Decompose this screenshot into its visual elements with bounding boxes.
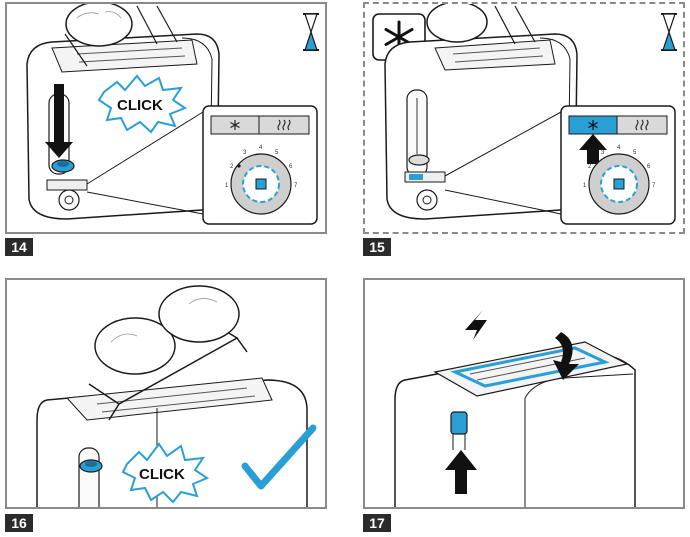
- lever-slot: [78, 447, 100, 507]
- heat-waves-icon: [635, 119, 649, 131]
- step-14-panel: 1 2 3 4 5 6 7 CLICK: [5, 2, 327, 234]
- bread-bun: [426, 4, 488, 43]
- dial-scale: 1 2 3 4 5 6 7: [583, 145, 656, 189]
- step-14-illustration: 1 2 3 4 5 6 7 CLICK: [26, 4, 319, 225]
- step-number-14: 14: [5, 238, 33, 256]
- toaster-slots: [76, 47, 186, 63]
- dial-mark-2: 2: [230, 164, 234, 170]
- dial-mark-2: 2: [588, 164, 592, 170]
- dial-mark-6: 6: [289, 164, 293, 170]
- toaster-top: [65, 377, 273, 421]
- click-burst: CLICK: [97, 74, 188, 134]
- toaster-slots: [96, 387, 256, 413]
- dial-scale: 1 2 3 4 5 6 7: [225, 145, 298, 189]
- dial-mark-6: 6: [647, 164, 651, 170]
- toaster-side-edge: [181, 37, 213, 205]
- browning-knob-center: [64, 195, 74, 205]
- browning-knob-center: [422, 195, 432, 205]
- click-burst: CLICK: [121, 442, 210, 504]
- heat-waves-icon: [277, 119, 291, 131]
- curved-arrow-left-icon: [465, 310, 487, 340]
- dial-mark-5: 5: [633, 150, 637, 156]
- dial-mark-3: 3: [601, 150, 605, 156]
- up-arrow-icon: [579, 134, 607, 164]
- snowflake-icon: [588, 120, 598, 130]
- up-arrow-icon: [445, 450, 477, 494]
- checkmark-icon: [241, 424, 317, 490]
- snowflake-icon: [230, 120, 240, 130]
- dial-mark-7: 7: [294, 183, 298, 189]
- step-17-illustration: [394, 310, 636, 507]
- dial-mark-4: 4: [617, 145, 621, 151]
- hourglass-icon: [661, 13, 677, 51]
- bun-rack: [64, 5, 178, 67]
- dial-mark-5: 5: [275, 150, 279, 156]
- callout-lines: [86, 111, 204, 215]
- step-16-illustration: CLICK: [36, 285, 317, 507]
- dial-mark-7: 7: [652, 183, 656, 189]
- dial-stop-button: [613, 178, 625, 190]
- click-label: CLICK: [117, 97, 163, 114]
- lever-stem: [452, 434, 466, 450]
- bread-bun-left: [94, 317, 176, 375]
- bread-bun: [65, 4, 133, 47]
- toaster-body: [26, 33, 220, 220]
- toaster-top: [51, 39, 198, 73]
- dial-mark-4: 4: [259, 145, 263, 151]
- dial-indicator-dot: [237, 164, 241, 168]
- toaster-slots: [452, 47, 544, 63]
- slot-highlight: [450, 346, 610, 388]
- toaster-top: [434, 39, 556, 71]
- down-arrow-icon: [45, 84, 73, 158]
- step-number-16: 16: [5, 514, 33, 532]
- hourglass-icon: [303, 13, 319, 51]
- bread-texture: [110, 298, 218, 343]
- bun-rack: [494, 5, 536, 45]
- step-number-17: 17: [363, 514, 391, 532]
- dial-stop-button: [255, 178, 267, 190]
- lever-knob: [408, 154, 430, 166]
- step-15-panel: 1 2 3 4 5 6 7: [363, 2, 685, 234]
- dial-mark-1: 1: [225, 183, 229, 189]
- toaster-side-edge: [539, 37, 571, 205]
- curved-arrow-right-icon: [553, 332, 579, 380]
- step-15-illustration: 1 2 3 4 5 6 7: [372, 4, 677, 225]
- dial-mark-3: 3: [243, 150, 247, 156]
- lever-knob-top: [85, 461, 97, 467]
- step-number-15: 15: [363, 238, 391, 256]
- dial-mark-1: 1: [583, 183, 587, 189]
- bread-bun-right: [158, 285, 240, 343]
- lever-knob-raised: [450, 411, 468, 435]
- step-17-panel: [363, 278, 685, 509]
- click-label: CLICK: [139, 466, 185, 483]
- bread-texture: [76, 11, 122, 19]
- control-strip: [46, 179, 88, 191]
- callout-lines: [444, 111, 562, 215]
- lever-knob-top: [57, 161, 69, 167]
- step-16-panel: CLICK: [5, 278, 327, 509]
- control-strip: [404, 171, 446, 183]
- defrost-light: [409, 174, 423, 180]
